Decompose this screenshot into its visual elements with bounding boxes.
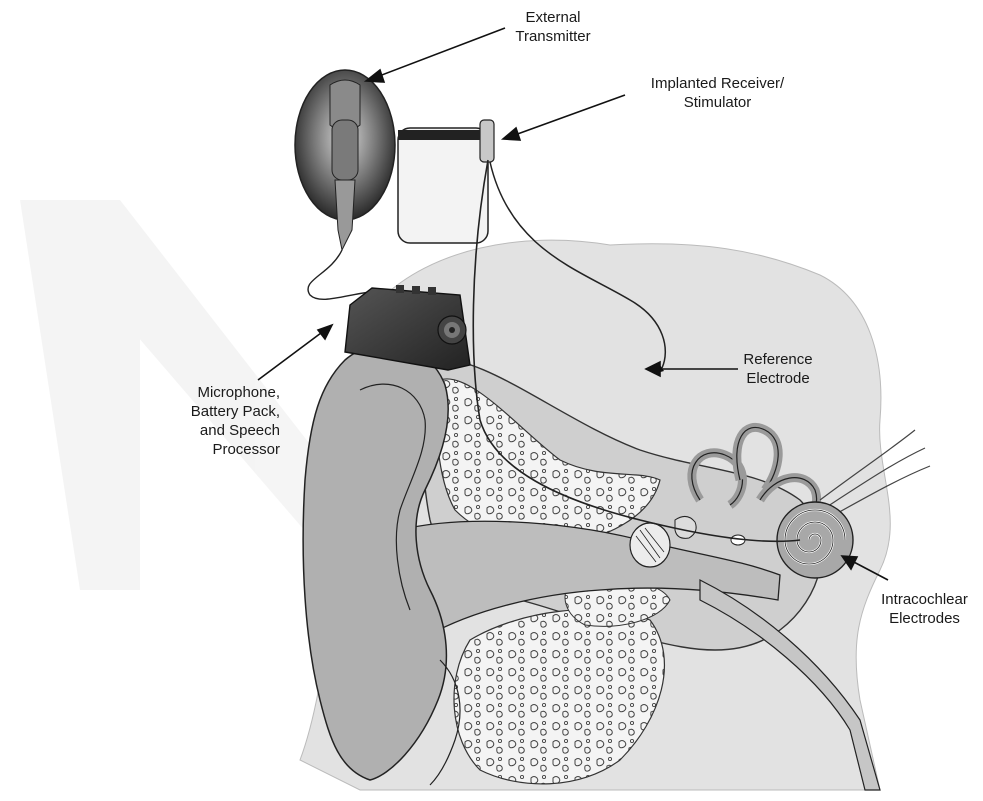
label-line: Processor — [160, 440, 280, 459]
arrow-microphone-pack — [258, 330, 325, 380]
label-line: Transmitter — [508, 27, 598, 46]
label-line: External — [508, 8, 598, 27]
label-line: Microphone, — [160, 383, 280, 402]
label-microphone-pack: Microphone, Battery Pack, and Speech Pro… — [160, 383, 280, 459]
label-line: and Speech — [160, 421, 280, 440]
label-intracochlear-electrodes: Intracochlear Electrodes — [872, 590, 977, 628]
label-line: Electrode — [738, 369, 818, 388]
external-transmitter-device — [295, 70, 395, 250]
label-implanted-receiver: Implanted Receiver/ Stimulator — [635, 74, 800, 112]
cochlea — [777, 502, 853, 578]
label-reference-electrode: Reference Electrode — [738, 350, 818, 388]
label-line: Reference — [738, 350, 818, 369]
label-external-transmitter: External Transmitter — [508, 8, 598, 46]
label-line: Battery Pack, — [160, 402, 280, 421]
middle-ear — [630, 523, 670, 567]
implanted-receiver-device — [398, 120, 494, 243]
label-line: Implanted Receiver/ — [635, 74, 800, 93]
label-line: Electrodes — [872, 609, 977, 628]
transmitter-cable — [308, 250, 370, 299]
label-line: Stimulator — [635, 93, 800, 112]
label-line: Intracochlear — [872, 590, 977, 609]
arrow-implanted-receiver — [512, 95, 625, 136]
arrow-external-transmitter — [374, 28, 505, 78]
